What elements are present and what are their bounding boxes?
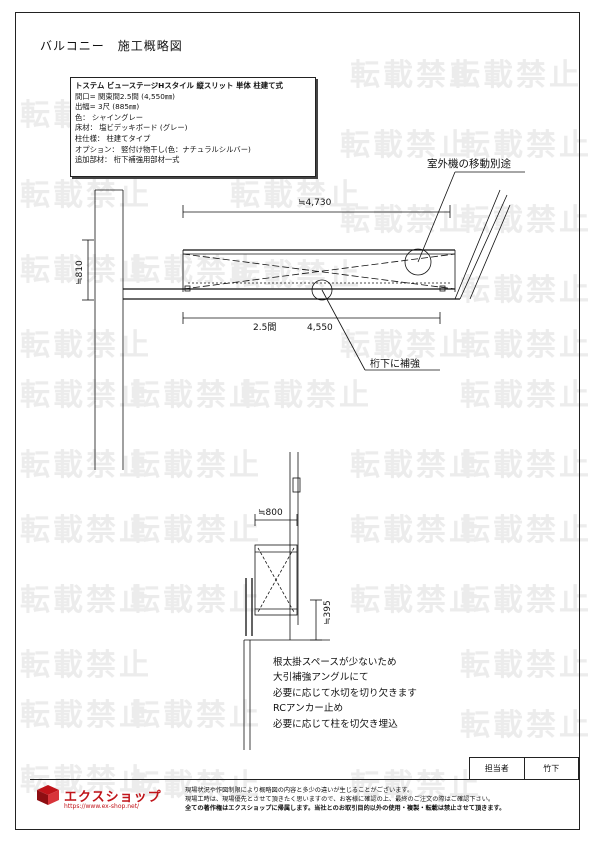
page-title: バルコニー 施工概略図 (40, 39, 183, 53)
spec-line: 床材： 塩ビデッキボード (グレー) (75, 123, 188, 133)
dim-bottom-value-label: 4,550 (307, 323, 333, 333)
ac-leader (417, 171, 456, 263)
spec-heading: トステム ビューステージHスタイル 縦スリット 単体 柱建て式 (75, 81, 283, 90)
spec-line: 出幅= 3尺 (885㎜) (75, 102, 140, 112)
spec-line: 間口= 関東間2.5間 (4,550㎜) (75, 91, 176, 101)
watermark-text: 転載禁止 (460, 273, 592, 308)
staff-label: 担当者 (470, 758, 525, 779)
watermark-text: 転載禁止 (460, 583, 592, 618)
watermark-text: 転載禁止 (460, 328, 592, 363)
watermark-text: 転載禁止 (460, 708, 592, 743)
staff-box: 担当者 竹下 (469, 757, 579, 780)
section-dimension-width (254, 514, 298, 526)
balcony-deck-plan (123, 249, 460, 300)
spec-line: 追加部材： 桁下補強用部材一式 (75, 155, 180, 165)
watermark-text: 転載禁止 (20, 648, 152, 683)
section-height-label: ≒395 (323, 600, 333, 625)
watermark-text: 転載禁止 (350, 583, 482, 618)
note-line: 必要に応じて柱を切欠き埋込 (273, 718, 398, 730)
footer-notes: 現場状況や作図制限により概略図の内容と多少の違いが生じることがございます。 現場… (185, 787, 505, 813)
footer-note-line: 現場工時は、現場優先とさせて頂きたく思いますので、お客様に確認の上、最終のご注文… (185, 795, 495, 803)
watermark-text: 転載禁止 (20, 698, 152, 733)
callout-beam: 桁下に補強 (370, 359, 420, 370)
section-width-label: ≒800 (258, 508, 283, 518)
watermark-text: 転載禁止 (350, 768, 482, 803)
spec-line: オプション： 竪付け物干し(色：ナチュラルシルバー) (75, 144, 251, 154)
watermark-text: 転載禁止 (20, 378, 152, 413)
dimension-top (182, 205, 451, 218)
dim-depth-label: ≒810 (75, 260, 85, 285)
watermark-text: 転載禁止 (20, 328, 152, 363)
watermark-text: 転載禁止 (460, 128, 592, 163)
section-dimension-height (310, 599, 322, 641)
watermark-text: 転載禁止 (350, 448, 482, 483)
beam-circle (311, 279, 333, 301)
footer-divider (30, 779, 568, 780)
watermark-text: 転載禁止 (240, 378, 372, 413)
company-logo: エクスショップ https://www.ex-shop.net/ (36, 784, 162, 810)
watermark-text: 転載禁止 (460, 203, 592, 238)
spec-line: 色： シャイングレー (75, 112, 143, 122)
watermark-text: 転載禁止 (350, 58, 482, 93)
ac-unit-circle (404, 248, 432, 276)
balcony-section (245, 477, 301, 636)
watermark-text: 転載禁止 (20, 253, 152, 288)
watermark-text: 転載禁止 (450, 58, 582, 93)
note-line: RCアンカー止め (273, 703, 344, 715)
watermark-text: 転載禁止 (20, 513, 152, 548)
house-wall-plan (94, 189, 124, 470)
dim-bottom-span-label: 2.5間 (253, 322, 276, 333)
footer-note-line: 現場状況や作図制限により概略図の内容と多少の違いが生じることがございます。 (185, 787, 414, 794)
note-line: 根太掛スペースが少ないため (273, 657, 397, 668)
note-line: 必要に応じて水切を切り欠きます (273, 687, 417, 699)
footer-note-line: 全ての著作権はエクスショップに帰属します。当社とのお取引目的以外の使用・複製・転… (185, 804, 506, 812)
section-notes: 根太掛スペースが少ないため 大引補強アングルにて 必要に応じて水切を切り欠きます… (273, 655, 417, 732)
watermark-text: 転載禁止 (340, 328, 472, 363)
dimension-bottom (182, 312, 441, 324)
staff-name: 竹下 (543, 764, 560, 773)
logo-name: エクスショップ (64, 789, 162, 805)
watermark-text: 転載禁止 (130, 698, 262, 733)
dim-top-label: ≒4,730 (298, 198, 332, 208)
watermark-text: 転載禁止 (130, 768, 262, 803)
watermark-text: 転載禁止 (460, 378, 592, 413)
watermark-text: 転載禁止 (230, 178, 362, 213)
logo-url: https://www.ex-shop.net/ (64, 803, 140, 810)
watermark-text: 転載禁止 (130, 513, 262, 548)
watermark-text: 転載禁止 (20, 583, 152, 618)
callout-ac-unit: 室外機の移動別途 (427, 158, 511, 170)
watermark-text: 転載禁止 (130, 378, 262, 413)
watermark-text: 転載禁止 (20, 448, 152, 483)
drawing-frame (15, 12, 580, 830)
watermark-text: 転載禁止 (460, 448, 592, 483)
spec-box: トステム ビューステージHスタイル 縦スリット 単体 柱建て式 間口= 関東間2… (70, 77, 316, 177)
watermark-text: 転載禁止 (340, 128, 472, 163)
adjacent-wall (454, 189, 511, 300)
beam-leader (321, 289, 366, 371)
dimension-depth (82, 239, 94, 301)
spec-line: 柱仕様： 柱建てタイプ (75, 133, 151, 143)
watermark-text: 転載禁止 (340, 203, 472, 238)
watermark-text: 転載禁止 (230, 258, 362, 293)
box-logo-icon (37, 785, 59, 805)
watermark-text: 転載禁止 (350, 513, 482, 548)
note-line: 大引補強アングルにて (273, 672, 369, 684)
watermark-text: 転載禁止 (20, 178, 152, 213)
watermark-text: 転載禁止 (460, 648, 592, 683)
watermark-text: 転載禁止 (460, 513, 592, 548)
watermark-text: 転載禁止 (130, 448, 262, 483)
watermark-text: 転載禁止 (130, 583, 262, 618)
